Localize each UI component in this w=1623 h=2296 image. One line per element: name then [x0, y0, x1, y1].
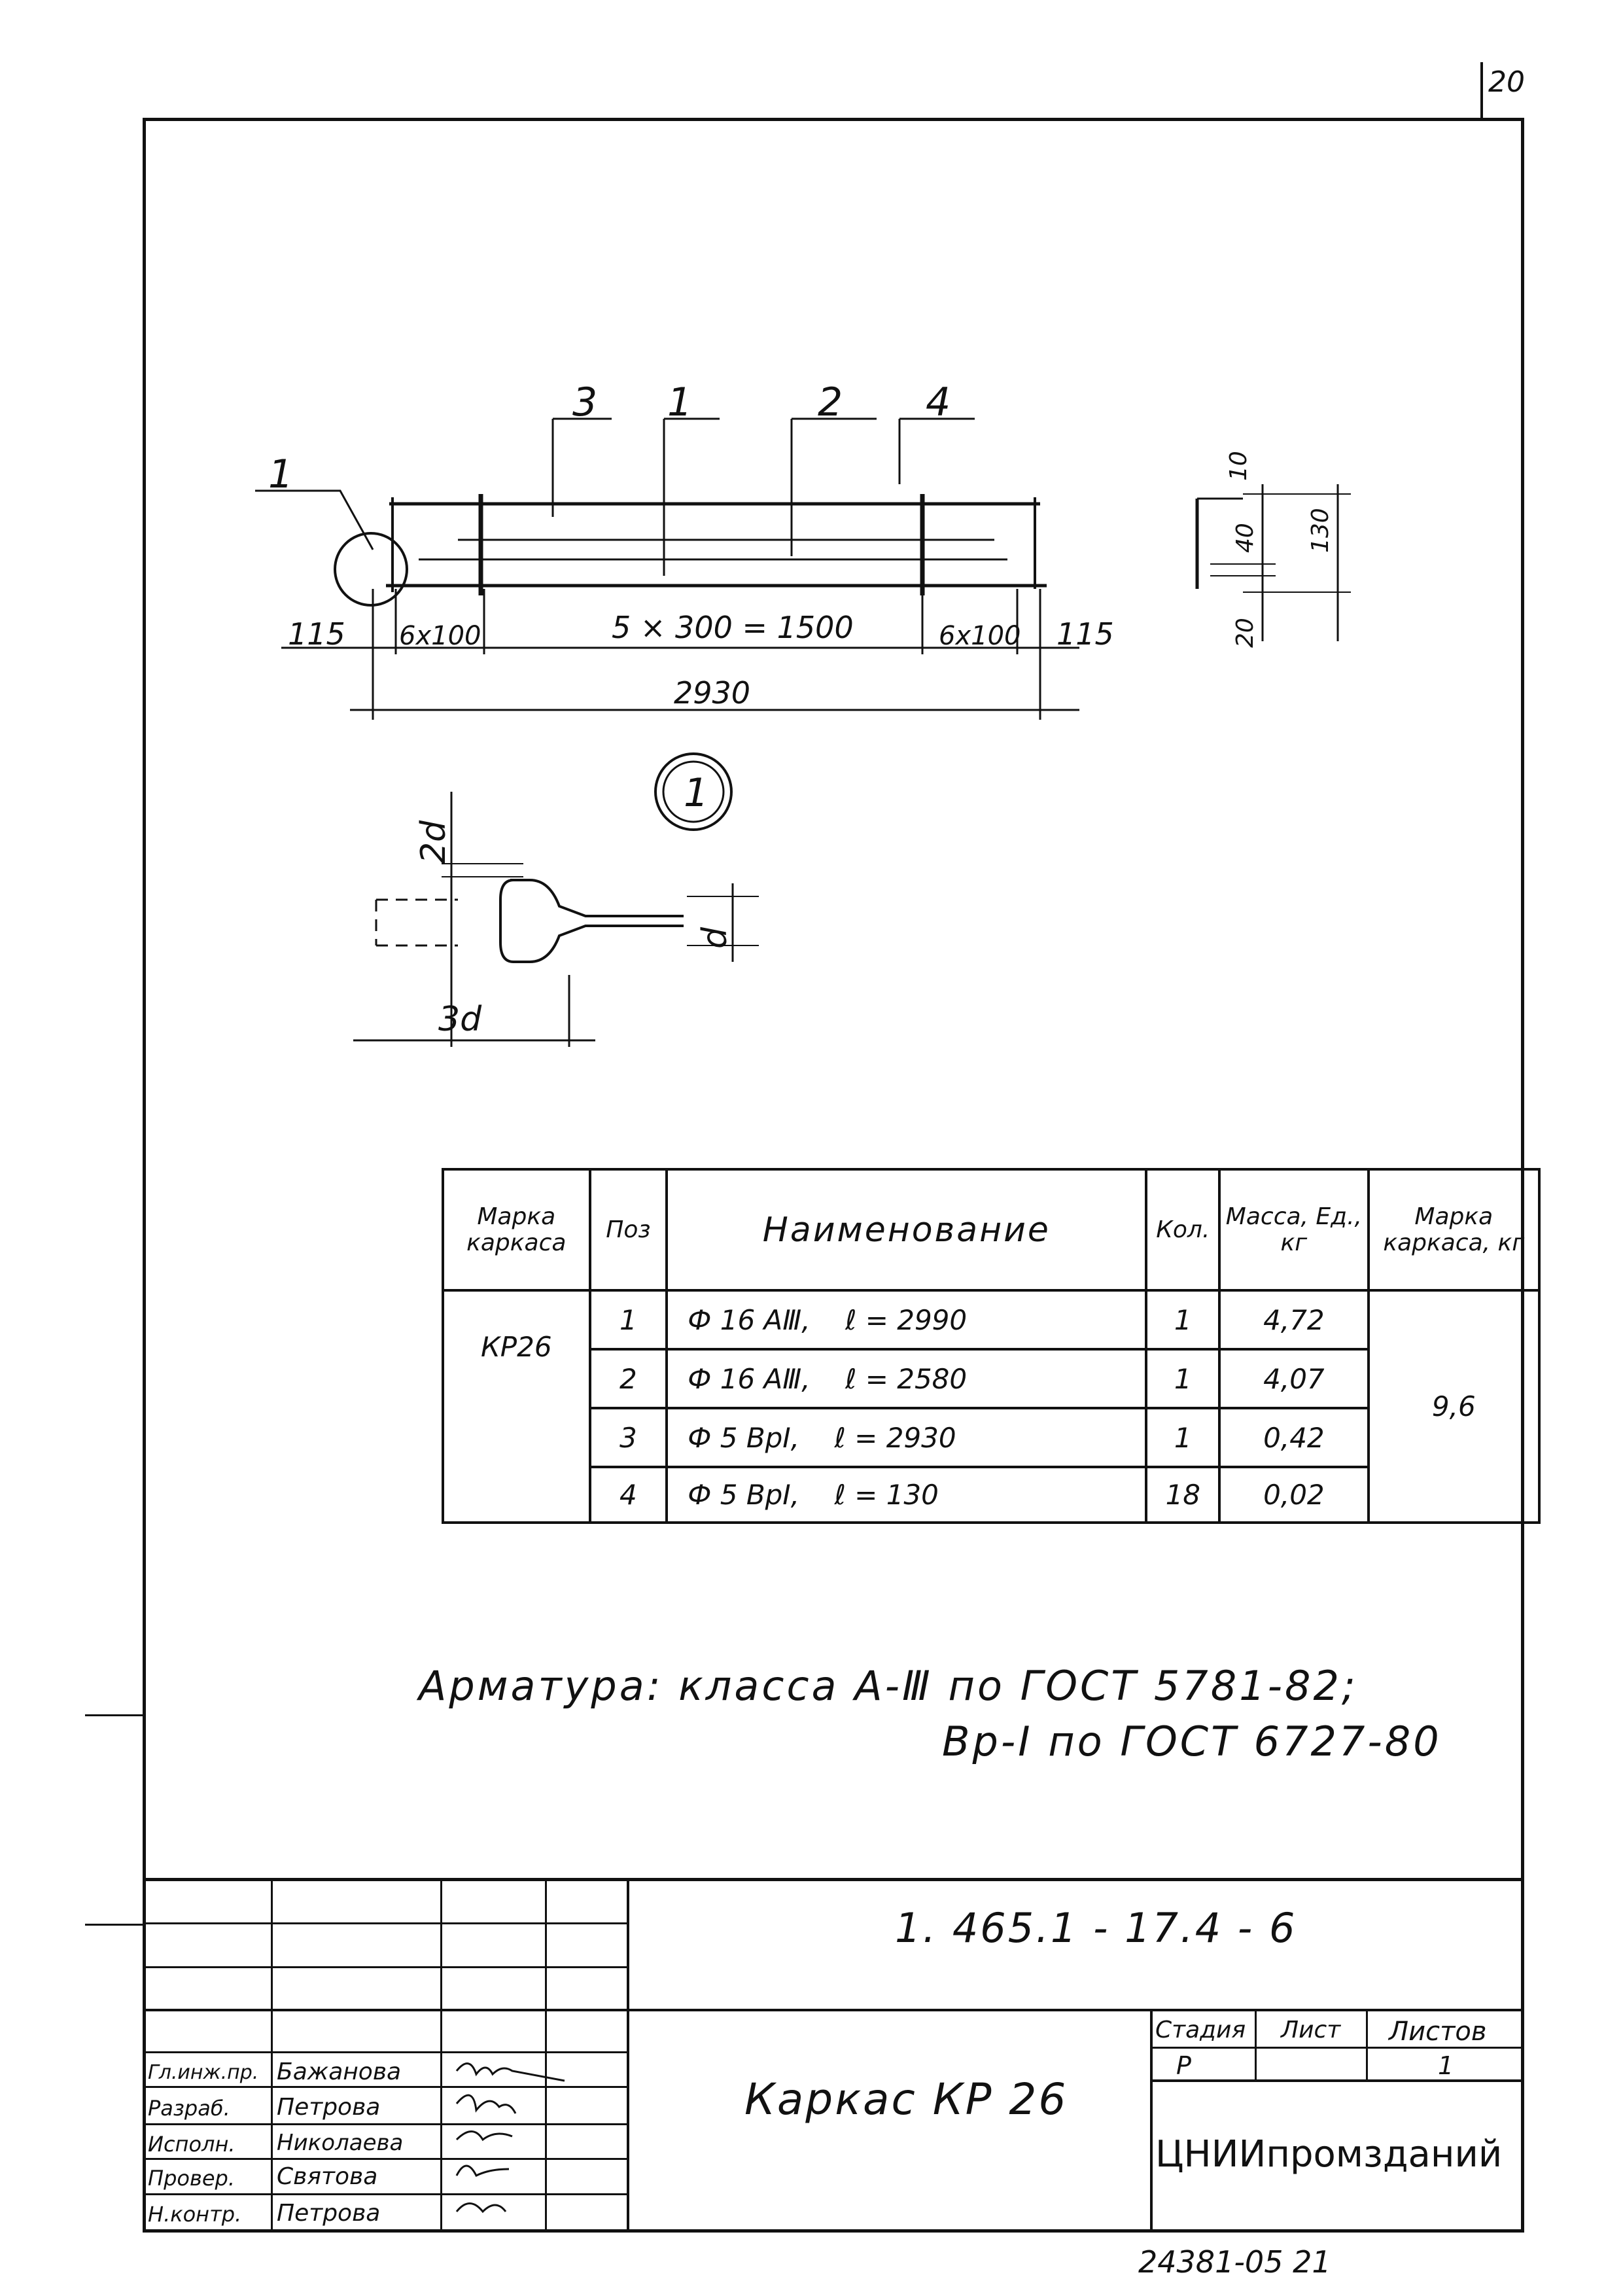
- row2-pos: 2: [588, 1348, 669, 1409]
- section-dim-10: 10: [1225, 451, 1252, 481]
- section-dim-40: 40: [1232, 523, 1259, 553]
- sheet-label: Лист: [1281, 2017, 1341, 2043]
- row2-name: Ф 16 АⅢ, ℓ = 2580: [665, 1348, 1148, 1409]
- specification-table: Марка каркаса Поз Наименование Кол. Масс…: [442, 1168, 1541, 1524]
- row3-mass: 0,42: [1218, 1407, 1370, 1468]
- role-5: Н.контр.: [148, 2202, 242, 2227]
- signatures: [455, 2062, 565, 2214]
- header-pos: Поз: [588, 1168, 669, 1292]
- name-1: Бажанова: [277, 2058, 402, 2085]
- dim-right-end: 115: [1056, 616, 1114, 652]
- header-frame-mass: Марка каркаса, кг: [1367, 1168, 1541, 1292]
- row3-qty: 1: [1145, 1407, 1221, 1468]
- header-name: Наименование: [665, 1168, 1148, 1292]
- side-stamp-column: [85, 1544, 145, 2233]
- role-4: Провер.: [148, 2166, 235, 2191]
- frame-mark-cell: КР26: [442, 1289, 591, 1524]
- bottom-number: 24381-05 21: [1138, 2244, 1331, 2280]
- callout-4: 4: [926, 380, 951, 425]
- name-4: Святова: [277, 2163, 378, 2190]
- detail-dim-3d: 3d: [438, 1000, 482, 1039]
- doc-code: 1. 465.1 - 17.4 - 6: [895, 1904, 1297, 1952]
- header-mass: Масса, Ед., кг: [1218, 1168, 1370, 1292]
- drawing-title: Каркас КР 26: [744, 2074, 1068, 2125]
- callout-2: 2: [818, 380, 843, 425]
- header-mark: Марка каркаса: [442, 1168, 591, 1292]
- role-2: Разраб.: [148, 2096, 230, 2121]
- name-2: Петрова: [277, 2094, 381, 2121]
- row1-name: Ф 16 АⅢ, ℓ = 2990: [665, 1289, 1148, 1351]
- detail-dim-d: d: [695, 927, 735, 949]
- row4-pos: 4: [588, 1466, 669, 1524]
- dim-left-end: 115: [288, 616, 345, 652]
- detail-dim-2d: 2d: [414, 820, 453, 864]
- frame-mass-cell: 9,6: [1367, 1289, 1541, 1524]
- row2-qty: 1: [1145, 1348, 1221, 1409]
- role-3: Исполн.: [148, 2132, 236, 2157]
- callout-3: 3: [572, 380, 597, 425]
- sheets-value: 1: [1438, 2051, 1454, 2080]
- row4-mass: 0,02: [1218, 1466, 1370, 1524]
- detail-circle: [334, 532, 408, 607]
- name-3: Николаева: [277, 2130, 404, 2156]
- row4-name: Ф 5 ВрⅠ, ℓ = 130: [665, 1466, 1148, 1524]
- title-block: 1. 465.1 - 17.4 - 6 Каркас КР 26 Стадия …: [143, 1878, 1524, 2233]
- note-line-2: Вр-Ⅰ по ГОСТ 6727-80: [942, 1718, 1442, 1765]
- detail-label: 1: [684, 770, 708, 816]
- note-line-1: Арматура: класса А-Ⅲ по ГОСТ 5781-82;: [419, 1662, 1358, 1710]
- dim-total: 2930: [674, 675, 750, 711]
- row1-pos: 1: [588, 1289, 669, 1351]
- row1-qty: 1: [1145, 1289, 1221, 1351]
- row2-mass: 4,07: [1218, 1348, 1370, 1409]
- name-5: Петрова: [277, 2200, 381, 2227]
- row1-mass: 4,72: [1218, 1289, 1370, 1351]
- header-qty: Кол.: [1145, 1168, 1221, 1292]
- dim-right-pitch: 6x100: [939, 621, 1021, 651]
- sheet-number: 20: [1488, 65, 1525, 99]
- callout-1: 1: [667, 380, 692, 425]
- stage-label: Стадия: [1155, 2017, 1246, 2043]
- sheet-number-divider: [1480, 62, 1483, 118]
- row4-qty: 18: [1145, 1466, 1221, 1524]
- frame-drawing: 3 1 2 4 1 115 6x100 5 × 300 = 1500 6x100…: [255, 380, 1351, 1047]
- stage-value: Р: [1176, 2051, 1191, 2080]
- row3-name: Ф 5 ВрⅠ, ℓ = 2930: [665, 1407, 1148, 1468]
- role-1: Гл.инж.пр.: [148, 2061, 259, 2084]
- section-dim-20: 20: [1232, 618, 1259, 648]
- row3-pos: 3: [588, 1407, 669, 1468]
- left-callout: 1: [268, 451, 293, 497]
- dim-mid: 5 × 300 = 1500: [612, 610, 854, 645]
- dim-left-pitch: 6x100: [399, 621, 481, 651]
- organization: ЦНИИпромзданий: [1155, 2133, 1503, 2176]
- section-dim-130: 130: [1307, 508, 1334, 553]
- sheets-label: Листов: [1389, 2017, 1487, 2047]
